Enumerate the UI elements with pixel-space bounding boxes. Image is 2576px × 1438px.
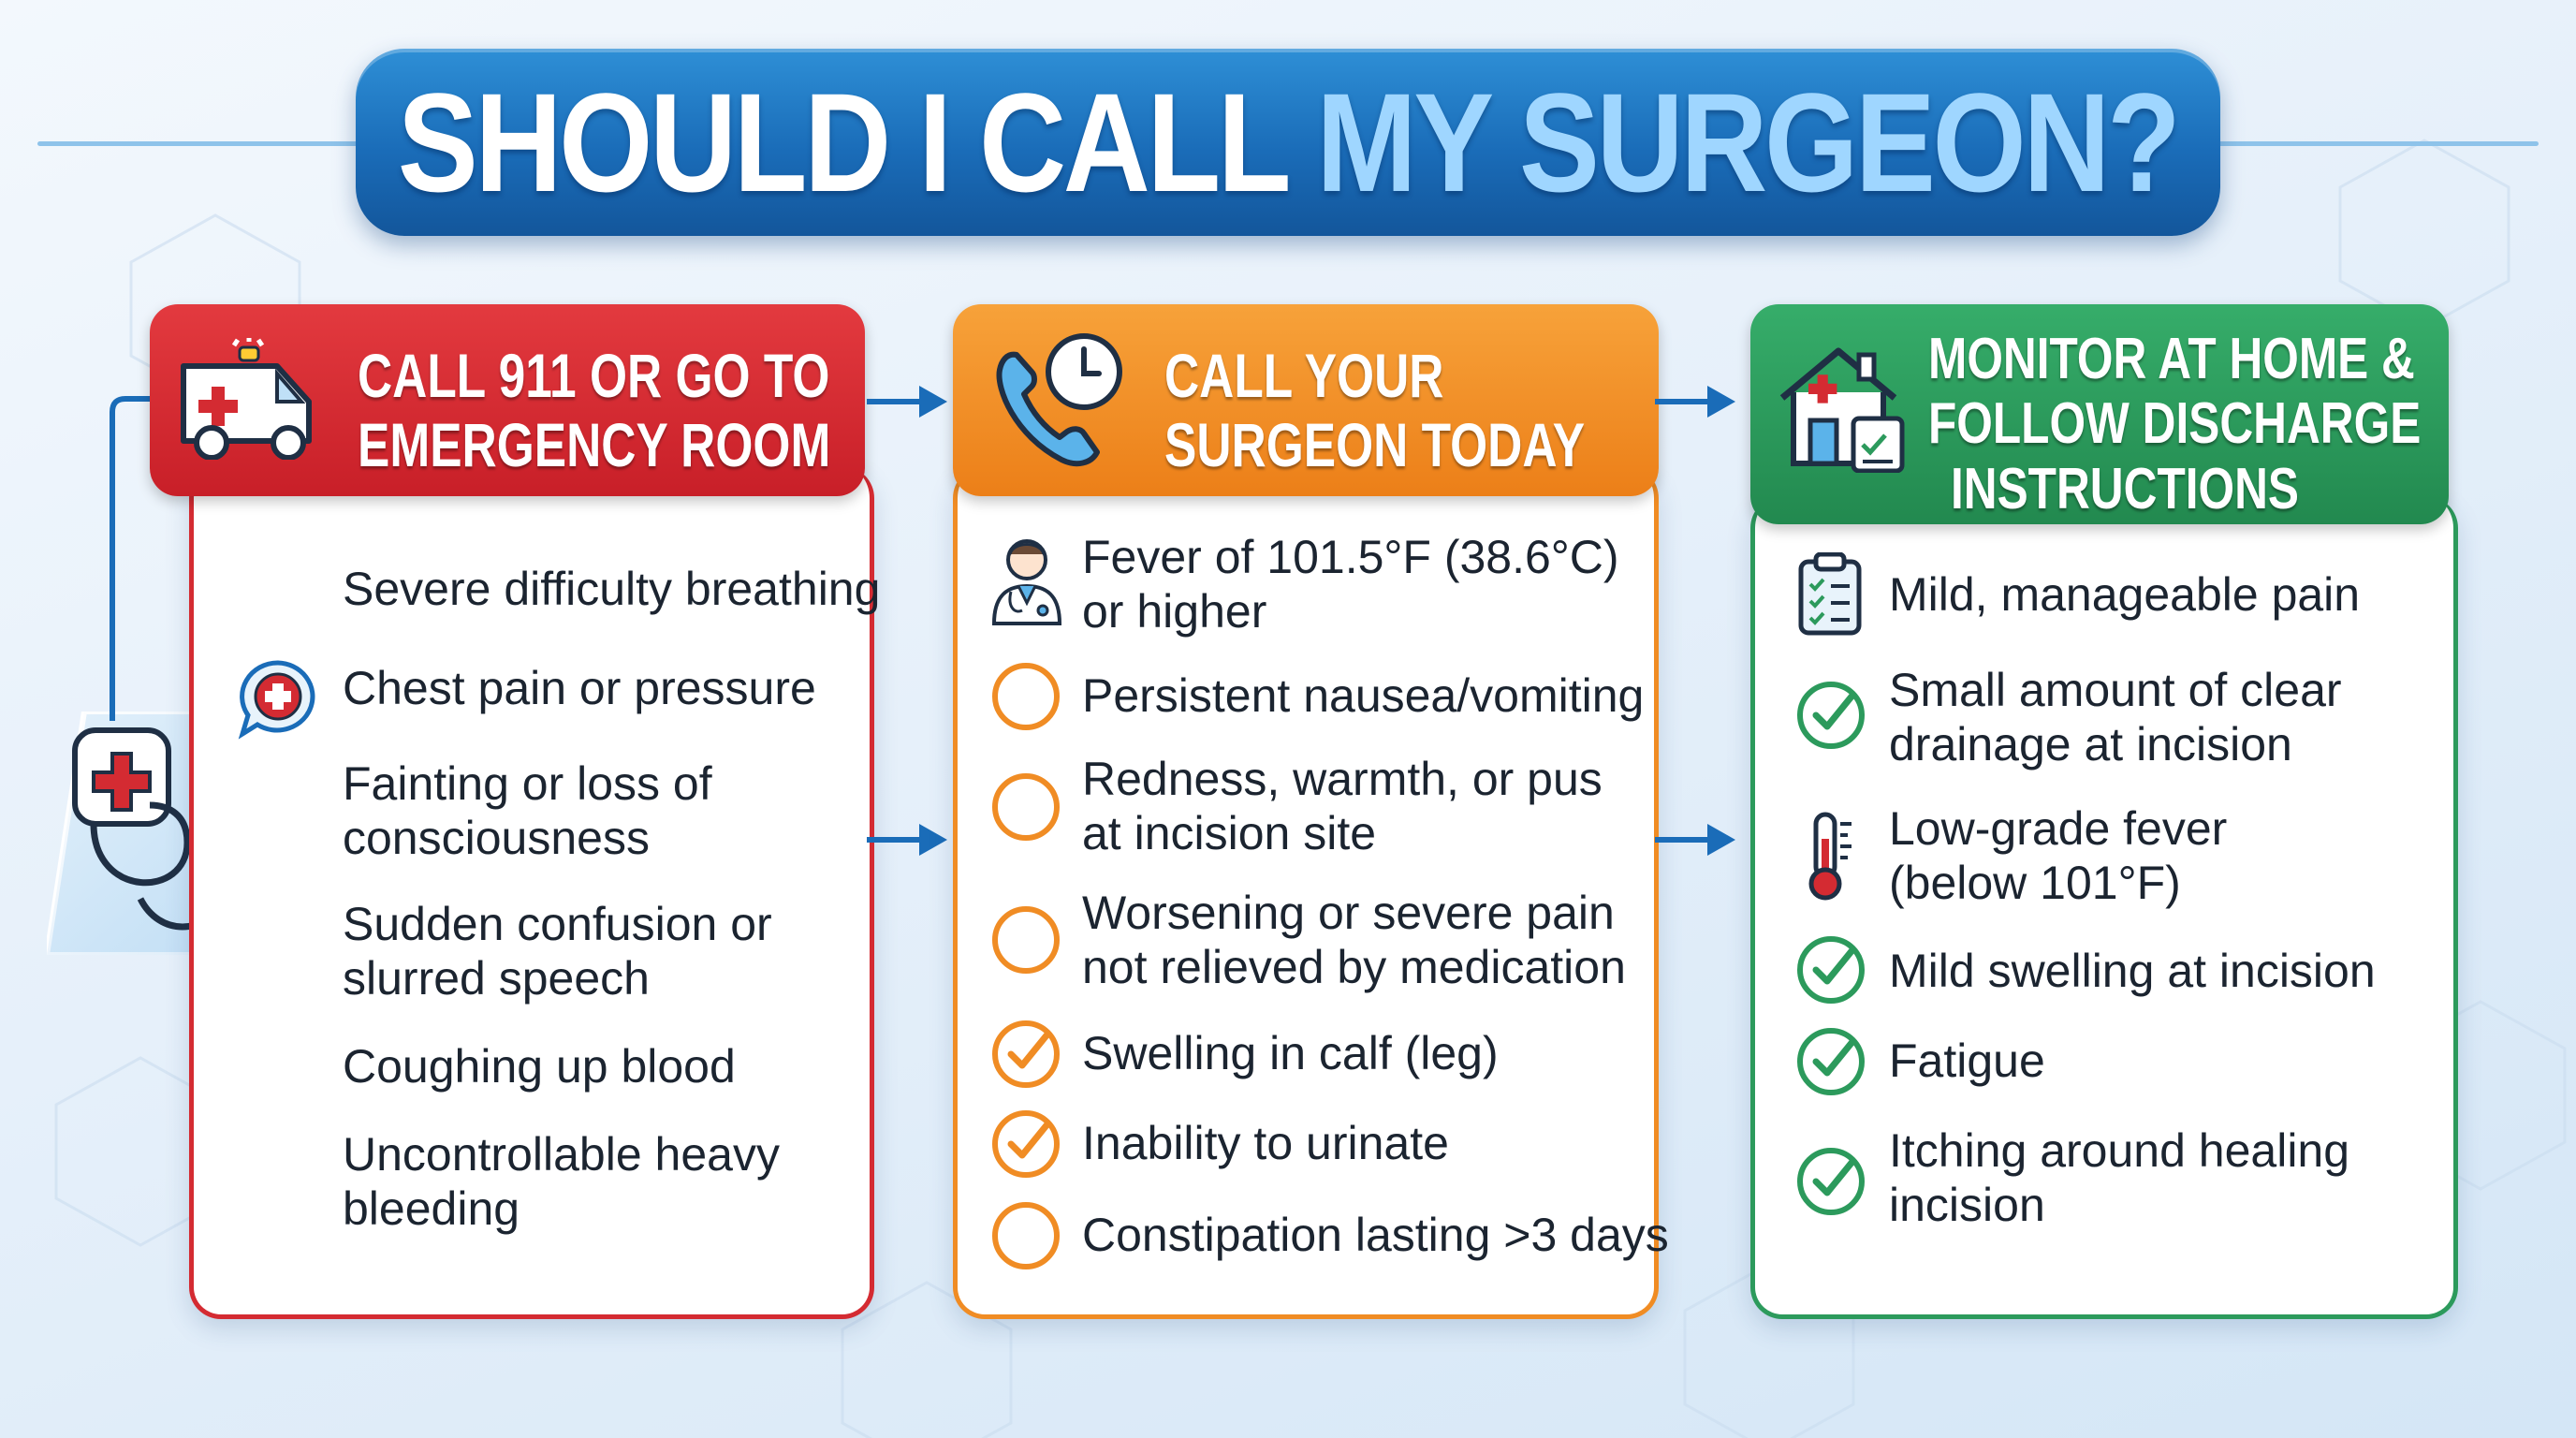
check-circle-icon	[1797, 936, 1865, 1004]
item-line: Uncontrollable heavy	[343, 1128, 780, 1181]
list-item: Fever of 101.5°F (38.6°C) or higher	[1082, 530, 1619, 638]
item-line: at incision site	[1082, 807, 1377, 859]
header-line: SURGEON TODAY	[1164, 409, 1586, 479]
list-item: Severe difficulty breathing	[343, 562, 880, 616]
item-line: Sudden confusion or	[343, 898, 772, 950]
title-accent: MY SURGEON?	[1316, 63, 2182, 221]
check-circle-icon	[992, 1020, 1060, 1088]
arrow-right-icon	[867, 824, 947, 856]
list-item: Redness, warmth, or pus at incision site	[1082, 752, 1603, 860]
item-line: Chest pain or pressure	[343, 662, 816, 714]
header-line: FOLLOW DISCHARGE	[1928, 391, 2422, 457]
item-line: (below 101°F)	[1889, 857, 2181, 909]
monitor-home-panel	[1750, 496, 2458, 1319]
thermometer-icon	[1808, 812, 1852, 901]
phone-clock-icon	[996, 333, 1122, 467]
circle-icon	[992, 663, 1060, 730]
arrow-right-icon	[867, 386, 947, 418]
list-item: Persistent nausea/vomiting	[1082, 668, 1644, 723]
clipboard-icon	[1798, 552, 1862, 636]
emergency-panel	[189, 466, 874, 1319]
header-line: CALL YOUR	[1164, 341, 1444, 410]
emergency-header-title: CALL 911 OR GO TO EMERGENCY ROOM	[358, 341, 831, 480]
item-line: slurred speech	[343, 952, 650, 1005]
item-line: Worsening or severe pain	[1082, 887, 1615, 939]
item-line: Small amount of clear	[1889, 664, 2342, 716]
call-surgeon-header-title: CALL YOUR SURGEON TODAY	[1164, 341, 1586, 480]
page-title: SHOULD I CALL MY SURGEON?	[398, 62, 2182, 224]
item-line: Fatigue	[1889, 1034, 2045, 1087]
item-line: Coughing up blood	[343, 1040, 736, 1093]
item-line: Constipation lasting >3 days	[1082, 1209, 1669, 1261]
item-line: consciousness	[343, 812, 650, 864]
item-line: Inability to urinate	[1082, 1117, 1449, 1169]
item-line: Mild swelling at incision	[1889, 945, 2376, 997]
monitor-home-header: MONITOR AT HOME & FOLLOW DISCHARGE INSTR…	[1750, 304, 2449, 524]
item-line: Itching around healing	[1889, 1124, 2350, 1177]
side-connector	[110, 396, 206, 721]
item-line: drainage at incision	[1889, 718, 2292, 770]
list-item: Small amount of clear drainage at incisi…	[1889, 663, 2342, 771]
home-checklist-icon	[1779, 347, 1905, 473]
circle-icon	[992, 1202, 1060, 1269]
list-item: Constipation lasting >3 days	[1082, 1208, 1669, 1262]
item-line: bleeding	[343, 1182, 520, 1235]
medical-chat-icon	[238, 660, 315, 740]
header-line: INSTRUCTIONS	[1951, 456, 2299, 521]
monitor-home-header-title: MONITOR AT HOME & FOLLOW DISCHARGE INSTR…	[1928, 327, 2421, 521]
doctor-icon	[991, 539, 1062, 625]
list-item: Itching around healing incision	[1889, 1123, 2349, 1232]
list-item: Chest pain or pressure	[343, 661, 816, 715]
item-line: Low-grade fever	[1889, 802, 2228, 855]
item-line: Persistent nausea/vomiting	[1082, 669, 1645, 722]
item-line: incision	[1889, 1179, 2045, 1231]
title-rule-right	[2202, 141, 2539, 146]
check-circle-icon	[1797, 1148, 1865, 1215]
header-line: MONITOR AT HOME &	[1928, 327, 2415, 391]
title-banner: SHOULD I CALL MY SURGEON?	[356, 49, 2220, 236]
list-item: Inability to urinate	[1082, 1116, 1449, 1170]
list-item: Fainting or loss of consciousness	[343, 756, 712, 865]
arrow-right-icon	[1655, 386, 1735, 418]
item-line: Mild, manageable pain	[1889, 568, 2361, 621]
item-line: Swelling in calf (leg)	[1082, 1027, 1499, 1079]
list-item: Worsening or severe pain not relieved by…	[1082, 886, 1626, 994]
circle-icon	[992, 906, 1060, 974]
arrow-right-icon	[1655, 824, 1735, 856]
list-item: Mild swelling at incision	[1889, 944, 2376, 998]
list-item: Swelling in calf (leg)	[1082, 1026, 1499, 1080]
call-surgeon-header: CALL YOUR SURGEON TODAY	[953, 304, 1659, 496]
check-circle-icon	[992, 1110, 1060, 1178]
item-line: Redness, warmth, or pus	[1082, 753, 1603, 805]
check-circle-icon	[1797, 682, 1865, 749]
list-item: Fatigue	[1889, 1034, 2045, 1088]
item-line: or higher	[1082, 585, 1267, 638]
call-surgeon-panel	[953, 466, 1659, 1319]
item-line: not relieved by medication	[1082, 941, 1626, 993]
header-line: EMERGENCY ROOM	[358, 409, 831, 479]
item-line: Fainting or loss of	[343, 757, 712, 810]
check-circle-icon	[1797, 1028, 1865, 1095]
circle-icon	[992, 773, 1060, 841]
list-item: Sudden confusion or slurred speech	[343, 897, 772, 1005]
header-line: CALL 911 OR GO TO	[358, 341, 830, 410]
list-item: Low-grade fever (below 101°F)	[1889, 801, 2227, 910]
list-item: Coughing up blood	[343, 1039, 736, 1093]
emergency-header: CALL 911 OR GO TO EMERGENCY ROOM	[150, 304, 865, 496]
title-rule-left	[37, 141, 374, 146]
list-item: Uncontrollable heavy bleeding	[343, 1127, 780, 1236]
list-item: Mild, manageable pain	[1889, 567, 2360, 622]
item-line: Severe difficulty breathing	[343, 563, 881, 615]
item-line: Fever of 101.5°F (38.6°C)	[1082, 531, 1619, 583]
ambulance-icon	[181, 338, 312, 460]
title-main: SHOULD I CALL	[398, 63, 1317, 221]
